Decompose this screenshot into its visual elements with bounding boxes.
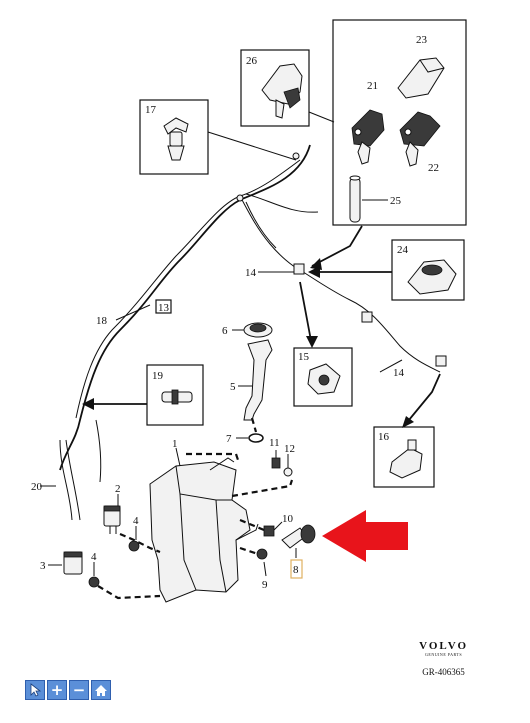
select-button[interactable] xyxy=(25,680,45,700)
callout-1: 1 xyxy=(172,438,178,450)
callout-16: 16 xyxy=(378,431,390,443)
part-25-hose[interactable] xyxy=(349,175,361,223)
home-button[interactable] xyxy=(91,680,111,700)
callout-6: 6 xyxy=(222,325,228,337)
part-15-connector[interactable] xyxy=(307,363,341,395)
callout-7: 7 xyxy=(226,433,232,445)
part-26-nozzle[interactable] xyxy=(261,63,303,119)
part-5-filler-neck[interactable] xyxy=(243,339,273,421)
part-21-washer-nozzle[interactable] xyxy=(351,109,385,165)
part-8-level-sensor[interactable] xyxy=(281,524,316,558)
callout-2: 2 xyxy=(115,483,121,495)
callout-9: 9 xyxy=(262,579,268,591)
genuine-parts-label: GENUINE PARTS xyxy=(424,652,463,657)
part-16-connector[interactable] xyxy=(389,439,423,479)
callout-17: 17 xyxy=(145,104,157,116)
volvo-logo: VOLVO xyxy=(419,640,468,652)
part-3-washer-pump[interactable] xyxy=(63,551,83,575)
part-17-clip[interactable] xyxy=(163,117,189,161)
assembly-dash-lines xyxy=(97,417,294,600)
callout-23: 23 xyxy=(416,34,428,46)
washer-hoses xyxy=(59,144,447,521)
home-icon xyxy=(95,684,107,696)
callout-24: 24 xyxy=(397,244,409,256)
callout-8-box xyxy=(290,559,303,579)
part-10-nut[interactable] xyxy=(263,525,275,537)
part-4-grommet-top[interactable] xyxy=(128,540,140,552)
part-23-nozzle-cover[interactable] xyxy=(397,57,445,99)
brand-block: VOLVO GENUINE PARTS GR-406365 xyxy=(419,640,468,677)
callout-8: 8 xyxy=(293,564,299,576)
zoom-in-button[interactable]: + xyxy=(47,680,67,700)
part-9-grommet[interactable] xyxy=(256,548,268,560)
part-7-seal[interactable] xyxy=(248,433,264,443)
callout-10: 10 xyxy=(282,513,294,525)
leader-lines xyxy=(40,225,441,487)
part-1-reservoir[interactable] xyxy=(149,457,259,603)
callout-14-bottom: 14 xyxy=(393,367,405,379)
callout-11: 11 xyxy=(269,437,280,449)
callout-25: 25 xyxy=(390,195,402,207)
callout-20: 20 xyxy=(31,481,43,493)
callout-12: 12 xyxy=(284,443,295,455)
callout-22: 22 xyxy=(428,162,439,174)
callout-18: 18 xyxy=(96,315,108,327)
diagram-code: GR-406365 xyxy=(422,667,465,677)
callout-26: 26 xyxy=(246,55,258,67)
zoom-toolbar: + − xyxy=(25,680,111,700)
part-12-nut[interactable] xyxy=(283,467,293,477)
callout-19: 19 xyxy=(152,370,164,382)
callout-14-top: 14 xyxy=(245,267,257,279)
part-22-washer-nozzle[interactable] xyxy=(399,111,441,167)
callout-5: 5 xyxy=(230,381,236,393)
callout-13-box xyxy=(155,299,172,314)
part-11-bolt[interactable] xyxy=(271,457,281,469)
callout-3: 3 xyxy=(40,560,46,572)
highlight-arrow xyxy=(322,510,408,562)
part-19-connector[interactable] xyxy=(161,389,193,405)
callout-13: 13 xyxy=(158,302,170,314)
callout-15: 15 xyxy=(298,351,310,363)
callout-4-top: 4 xyxy=(133,515,139,527)
part-24-grommet[interactable] xyxy=(407,259,457,295)
part-2-washer-pump[interactable] xyxy=(103,505,121,534)
callout-21: 21 xyxy=(367,80,378,92)
cursor-icon xyxy=(30,683,41,697)
zoom-out-button[interactable]: − xyxy=(69,680,89,700)
part-6-cap[interactable] xyxy=(243,322,273,338)
part-4-grommet-bottom[interactable] xyxy=(88,576,100,588)
callout-4-bottom: 4 xyxy=(91,551,97,563)
